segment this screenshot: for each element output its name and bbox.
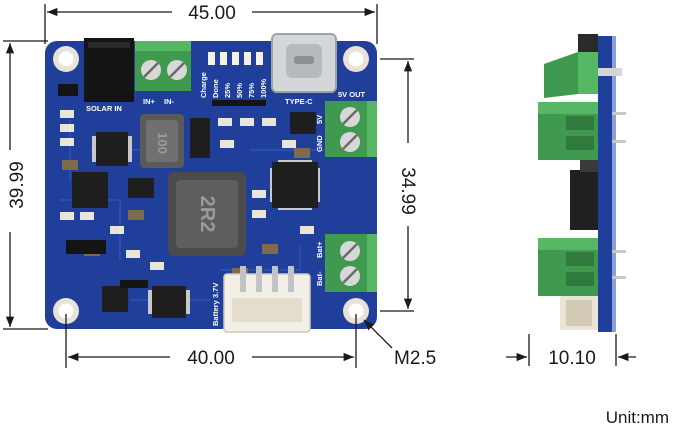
dimension-lines xyxy=(3,4,636,368)
label-5v: 5V xyxy=(315,115,324,124)
label-battery: Battery 3.7V xyxy=(211,283,220,326)
battery-connector xyxy=(223,266,311,333)
label-gnd: GND xyxy=(315,135,324,152)
pcb-side-view xyxy=(538,34,626,332)
status-leds xyxy=(208,52,263,65)
battery-terminal-block xyxy=(325,234,377,292)
dimension-thickness: 10.10 xyxy=(548,348,596,369)
label-100-percent: 100% xyxy=(259,78,268,98)
ic-pins xyxy=(92,136,320,314)
side-output-terminal xyxy=(538,102,598,160)
label-in-plus: IN+ xyxy=(143,97,156,106)
label-bat-plus: Bat+ xyxy=(315,241,324,258)
label-5v-out: 5V OUT xyxy=(338,90,366,99)
label-in-minus: IN- xyxy=(164,97,175,106)
input-terminal-block xyxy=(135,41,191,91)
side-inductor xyxy=(570,170,598,230)
label-50-percent: 50% xyxy=(235,83,244,98)
label-type-c: TYPE-C xyxy=(285,97,313,106)
ic-chips xyxy=(72,112,318,318)
output-terminal-block xyxy=(325,101,377,157)
label-solar-in: SOLAR IN xyxy=(86,104,122,113)
label-bat-minus: Bat- xyxy=(315,271,324,286)
dimension-height-left: 39.99 xyxy=(7,161,28,209)
side-pins-bottom xyxy=(612,250,626,279)
passive-components xyxy=(58,84,314,288)
dimension-width-top: 45.00 xyxy=(188,3,236,24)
side-top-terminal xyxy=(544,52,598,98)
large-inductor-marking: 2R2 xyxy=(196,196,218,233)
dimension-width-bottom: 40.00 xyxy=(187,348,235,369)
label-charge: Charge xyxy=(199,72,208,98)
pcb-top-view: 100 2R2 xyxy=(45,33,377,333)
small-inductor-marking: 100 xyxy=(155,132,170,154)
label-done: Done xyxy=(211,79,220,98)
label-75-percent: 75% xyxy=(247,83,256,98)
side-battery-terminal xyxy=(538,238,598,296)
solar-dc-jack xyxy=(84,38,134,102)
side-usb-c xyxy=(598,68,622,76)
usb-type-c-port xyxy=(271,33,337,93)
dimension-height-right: 34.99 xyxy=(397,167,418,215)
label-25-percent: 25% xyxy=(223,83,232,98)
unit-label: Unit:mm xyxy=(605,408,669,427)
large-inductor: 2R2 xyxy=(168,172,246,256)
side-pins-top xyxy=(612,112,626,143)
mounting-holes xyxy=(53,46,369,324)
small-inductor: 100 xyxy=(140,114,184,168)
side-pcb-edge xyxy=(598,36,612,332)
dimension-hole-size: M2.5 xyxy=(394,348,436,369)
